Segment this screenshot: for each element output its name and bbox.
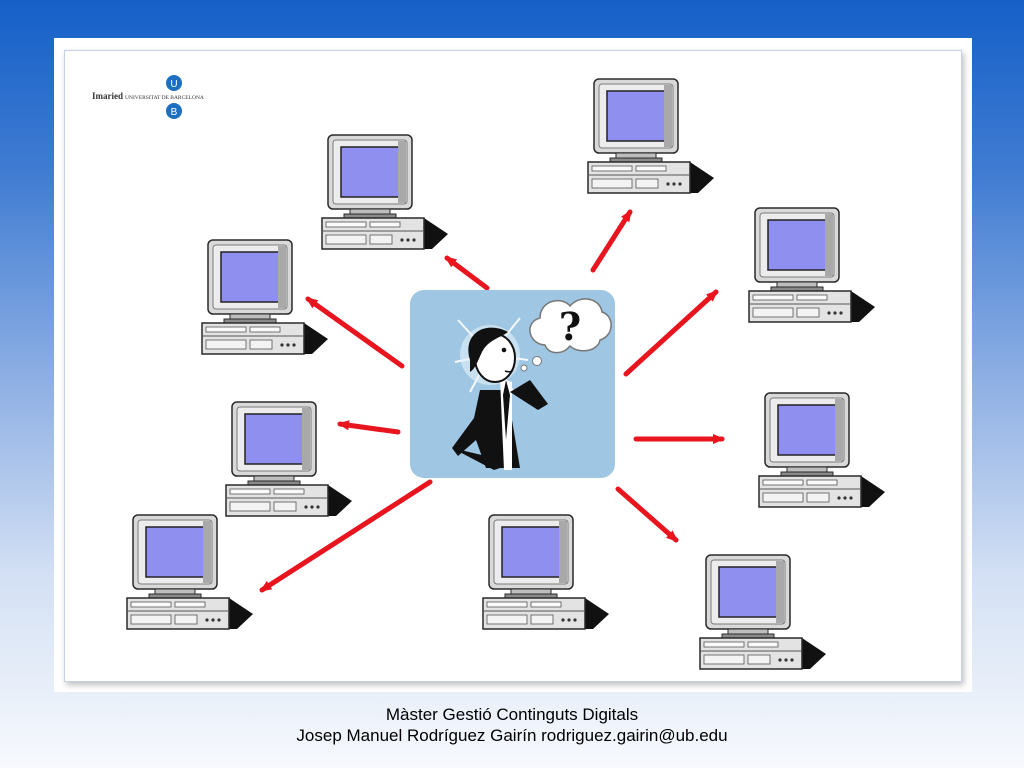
computer-icon xyxy=(758,392,886,508)
computer-icon xyxy=(748,207,876,323)
computer-icon xyxy=(587,78,715,194)
footer: Màster Gestió Continguts Digitals Josep … xyxy=(0,704,1024,746)
arrow-to-bottom-right xyxy=(615,486,679,543)
logo-left-text: Imaried xyxy=(92,91,123,101)
logo-letter-b: B xyxy=(171,107,178,118)
question-mark: ? xyxy=(559,304,581,349)
thinking-person-icon: ? xyxy=(410,290,615,478)
arrow-to-top-left xyxy=(444,255,490,291)
footer-author-contact: Josep Manuel Rodríguez Gairín rodriguez.… xyxy=(296,726,728,745)
university-logo: Imaried UNIVERSITAT DE BARCELONA U B xyxy=(92,75,204,119)
logo-letter-u: U xyxy=(170,79,177,90)
network-diagram: Imaried UNIVERSITAT DE BARCELONA U B xyxy=(92,75,886,670)
arrow-to-top-right xyxy=(590,209,633,273)
computer-icon xyxy=(482,514,610,630)
computer-icon xyxy=(699,554,827,670)
arrow-to-left-2 xyxy=(337,420,401,435)
footer-course-title: Màster Gestió Continguts Digitals xyxy=(385,705,639,724)
arrow-to-bottom-left xyxy=(259,479,433,593)
logo-u-circle xyxy=(166,75,182,91)
arrow-to-right-1 xyxy=(623,289,719,377)
computer-icon xyxy=(321,134,449,250)
computer-icon xyxy=(126,514,254,630)
logo-wordmark: UNIVERSITAT DE BARCELONA xyxy=(125,95,204,101)
computer-icon xyxy=(225,401,353,517)
arrow-to-left-1 xyxy=(305,296,405,369)
logo-b-circle xyxy=(166,103,182,119)
